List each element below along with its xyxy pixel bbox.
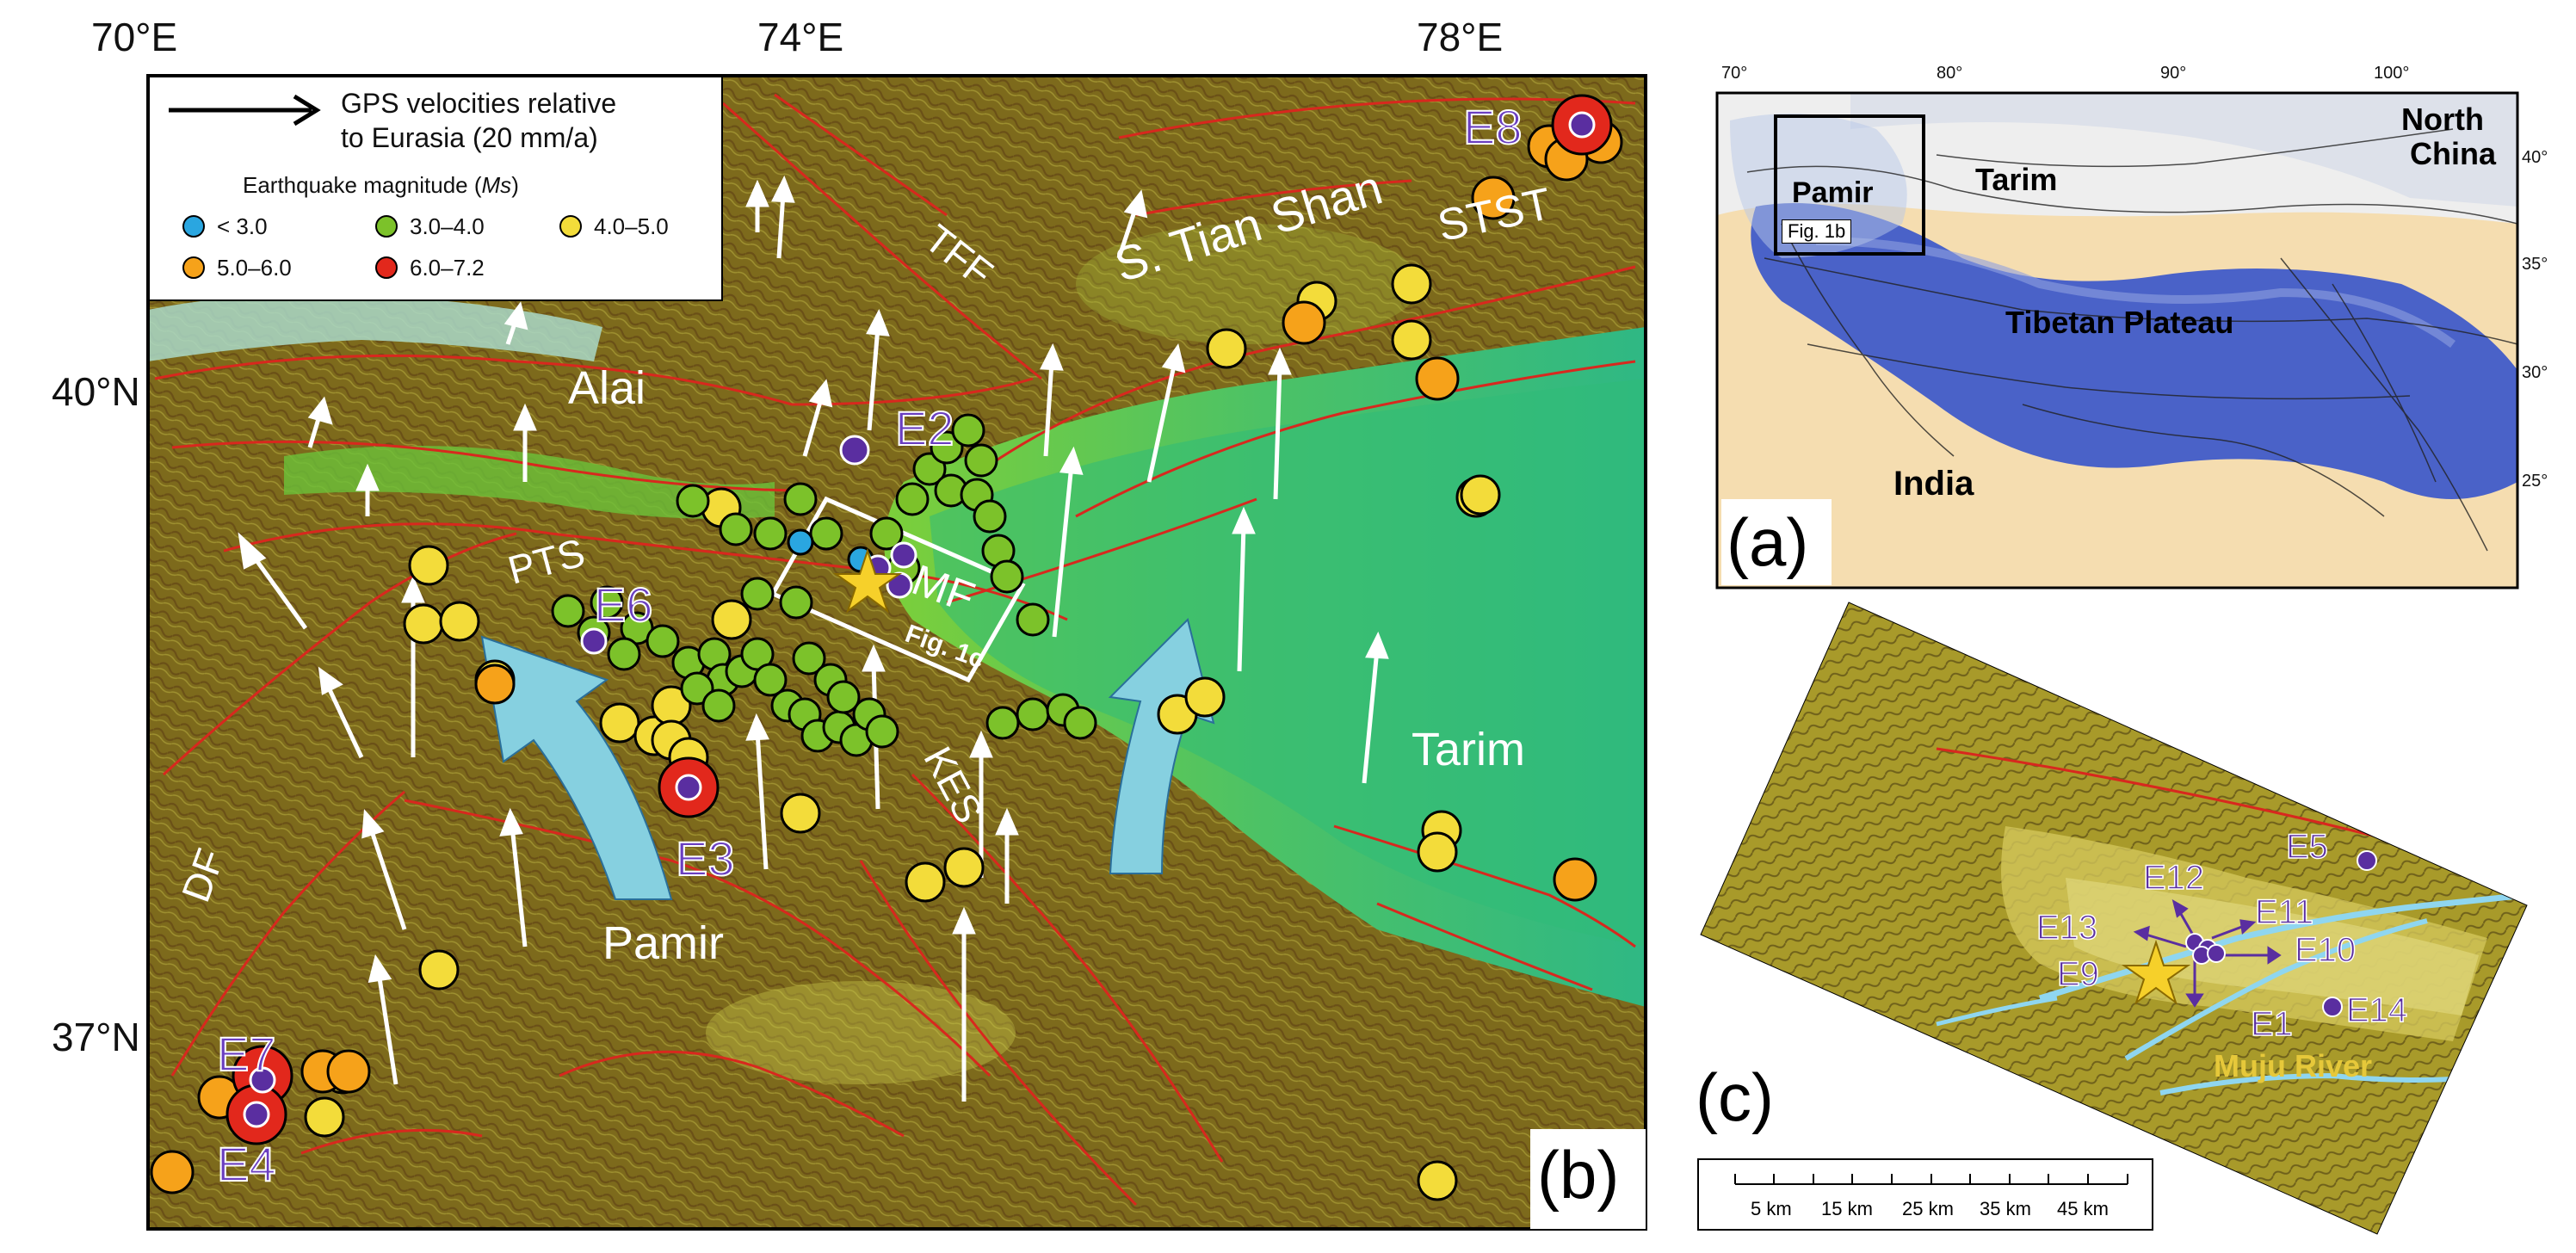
panel-c-terrain: [1700, 602, 2528, 1235]
c-event-e11: E11: [2254, 892, 2314, 932]
a-label-tarim: Tarim: [1975, 162, 2058, 197]
event-e4: E4: [216, 1136, 276, 1192]
a-lon-80: 80°: [1937, 64, 1963, 83]
event-e3: E3: [675, 830, 735, 886]
big-arrow-east: [1108, 618, 1215, 874]
a-label-north-china-2: China: [2410, 136, 2497, 171]
legend-label-4to5: 4.0–5.0: [594, 213, 669, 239]
c-event-e13: E13: [2035, 908, 2098, 947]
lon-label-74: 74°E: [757, 15, 844, 59]
c-event-e5: E5: [2285, 827, 2328, 867]
event-e8: E8: [1462, 99, 1523, 155]
lon-label-70: 70°E: [91, 15, 178, 59]
fig1c-box: [769, 496, 1026, 683]
a-label-north-china-1: North: [2401, 102, 2484, 137]
event-e6: E6: [593, 577, 653, 633]
panel-c-letter: (c): [1696, 1059, 1774, 1135]
event-e2: E2: [894, 400, 954, 456]
a-lat-35: 35°: [2522, 255, 2548, 274]
c-event-e12: E12: [2142, 858, 2205, 898]
a-label-pamir: Pamir: [1792, 176, 1874, 209]
c-event-e9: E9: [2056, 954, 2099, 994]
panel-a-letter-box: [1721, 499, 1832, 585]
legend-label-3to4: 3.0–4.0: [410, 213, 485, 239]
legend-label-lt3: < 3.0: [217, 213, 268, 239]
a-label-tibetan-plateau: Tibetan Plateau: [2005, 305, 2234, 340]
gps-legend-line1: GPS velocities relative: [341, 88, 617, 119]
legend-dot-lt3: [182, 215, 205, 238]
c-epicenter-star: [2121, 939, 2191, 1005]
scale-label-15: 15 km: [1821, 1198, 1873, 1219]
scale-label-25: 25 km: [1902, 1198, 1954, 1219]
magnitude-legend-title: Earthquake magnitude (Ms): [243, 172, 519, 198]
event-e7: E7: [216, 1026, 276, 1082]
legend-dot-3to4: [375, 215, 398, 238]
a-label-india: India: [1893, 465, 1974, 503]
lat-label-37: 37°N: [52, 1015, 140, 1059]
big-arrow-west: [480, 635, 673, 900]
scale-label-35: 35 km: [1980, 1198, 2031, 1219]
c-river-label: Muju River: [2214, 1048, 2373, 1083]
c-event-e10: E10: [2294, 930, 2357, 970]
map-legend: GPS velocities relative to Eurasia (20 m…: [148, 76, 723, 301]
c-event-e1: E1: [2250, 1004, 2293, 1044]
label-alai: Alai: [568, 362, 646, 414]
scale-label-45: 45 km: [2057, 1198, 2109, 1219]
a-label-fig1b: Fig. 1b: [1782, 219, 1852, 244]
label-pamir: Pamir: [602, 917, 725, 969]
lat-label-40: 40°N: [52, 369, 140, 414]
a-lat-30: 30°: [2522, 363, 2548, 382]
a-lat-40: 40°: [2522, 148, 2548, 167]
scale-bar-frame: 5 km 15 km 25 km 35 km 45 km: [1697, 1158, 2153, 1231]
a-lat-25: 25°: [2522, 472, 2548, 491]
c-event-e14: E14: [2345, 991, 2408, 1030]
gps-legend-line2: to Eurasia (20 mm/a): [341, 122, 598, 153]
legend-label-5to6: 5.0–6.0: [217, 255, 292, 281]
panel-a-map: 70° 80° 90° 100° 40° 35° 30° 25°: [1678, 0, 2576, 602]
label-tarim: Tarim: [1412, 724, 1525, 775]
panel-c-map: E5 E12 E11 E13 E10 E9 E1 E14 Muju River …: [1678, 594, 2576, 1253]
legend-dot-6to72: [375, 256, 398, 279]
panel-b-letter: (b): [1537, 1137, 1620, 1213]
epicenter-star: [832, 547, 903, 614]
legend-dot-5to6: [182, 256, 205, 279]
scale-label-5: 5 km: [1751, 1198, 1792, 1219]
panel-a-letter: (a): [1727, 504, 1809, 580]
panel-a-terrain: [1715, 91, 2519, 589]
panel-b-map: 70°E 74°E 78°E 40°N 37°N: [52, 15, 1647, 1231]
panel-b-letter-box: [1530, 1129, 1646, 1229]
scale-bar-ticks: [1734, 1174, 2128, 1185]
legend-dot-4to5: [559, 215, 582, 238]
a-lon-70: 70°: [1721, 64, 1748, 83]
a-lon-90: 90°: [2160, 64, 2187, 83]
fig1b-box: [1774, 114, 1925, 256]
gps-arrow-icon: [169, 94, 321, 127]
a-lon-100: 100°: [2374, 64, 2410, 83]
legend-label-6to72: 6.0–7.2: [410, 255, 485, 281]
lon-label-78: 78°E: [1417, 15, 1504, 59]
